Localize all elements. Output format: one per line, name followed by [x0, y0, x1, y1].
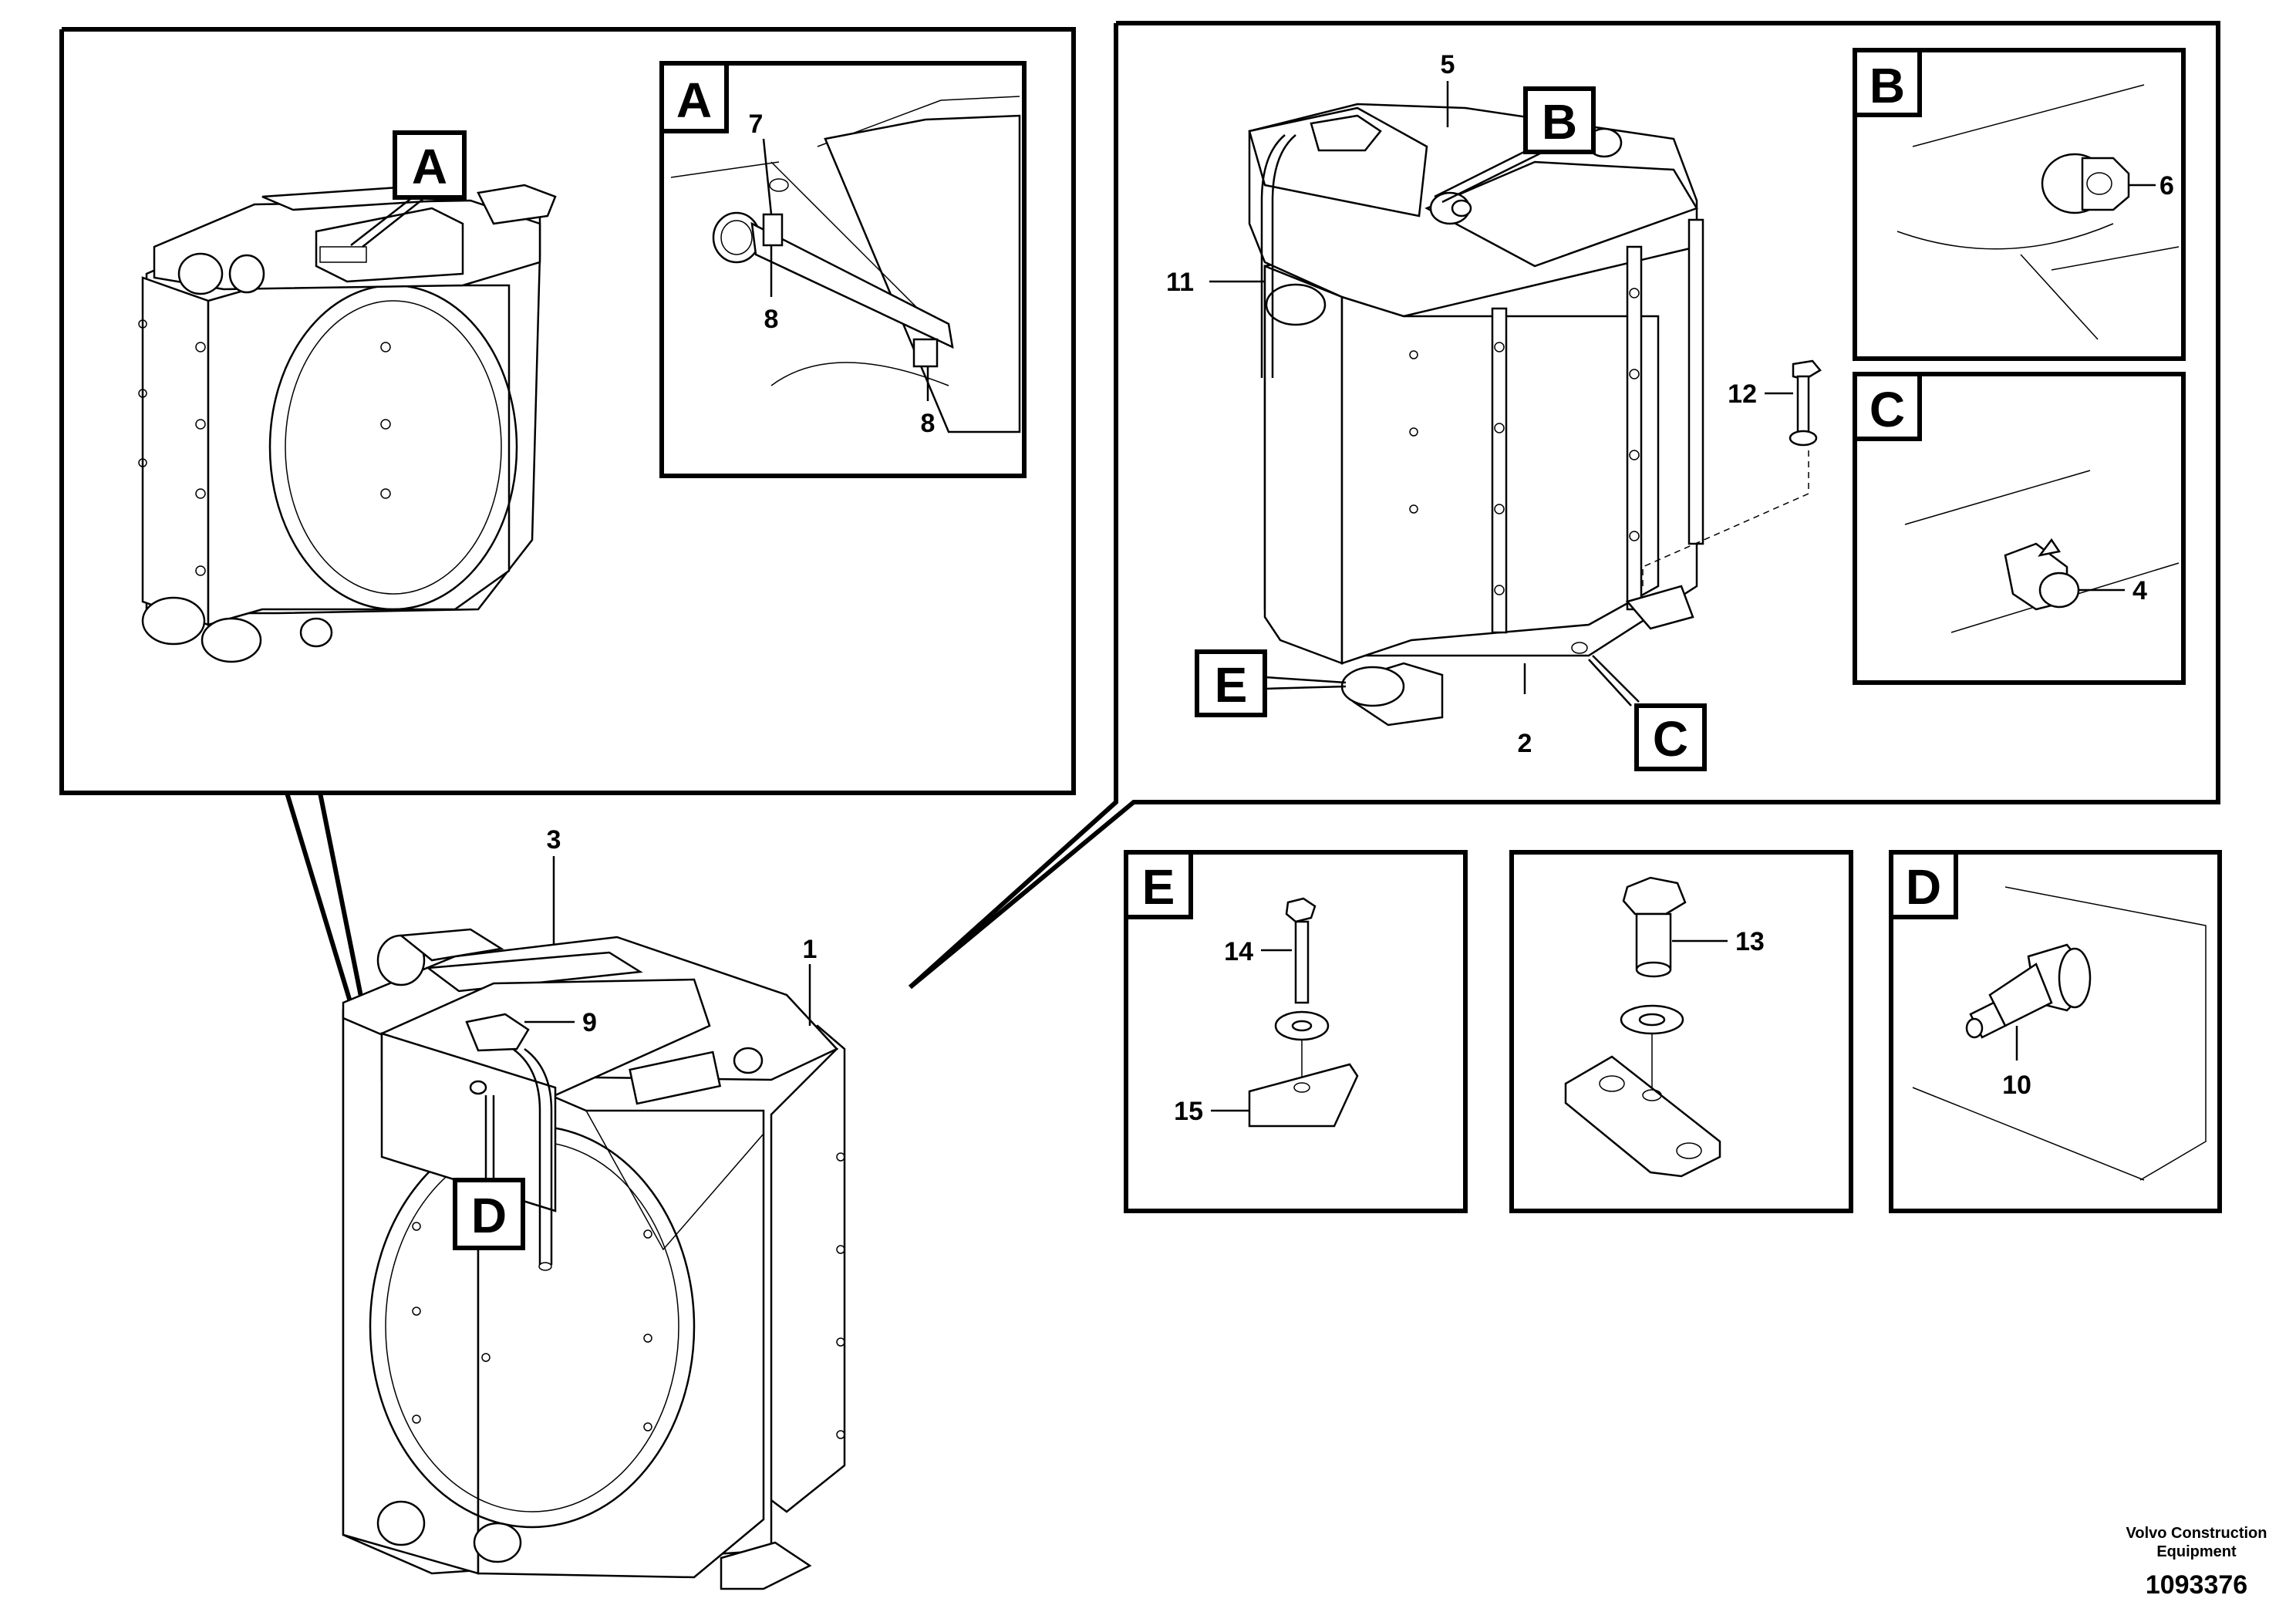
- detail-b-label: B: [1870, 58, 1905, 113]
- part-5-label: 5: [1441, 50, 1455, 79]
- callout-b-label-side: B: [1542, 94, 1577, 150]
- detail-right-labels: 5 11 12 2: [1166, 50, 1793, 758]
- bolt-12: [1789, 359, 1822, 447]
- part-9-label: 9: [582, 1008, 597, 1037]
- detail-c-label: C: [1870, 382, 1905, 437]
- document-number: 1093376: [2146, 1570, 2247, 1600]
- part-12-label: 12: [1728, 379, 1757, 409]
- callout-b-side: B: [1434, 86, 1596, 204]
- publisher-block: Volvo Construction Equipment 1093376: [2126, 1525, 2267, 1600]
- part-15-label: 15: [1174, 1097, 1203, 1126]
- publisher-line-1: Volvo Construction: [2126, 1525, 2267, 1542]
- publisher-line-2: Equipment: [2156, 1543, 2237, 1560]
- part-7-label: 7: [749, 110, 764, 139]
- callout-c-side: C: [1588, 655, 1707, 771]
- callout-c-label-side: C: [1653, 711, 1688, 767]
- part-3-label: 3: [547, 825, 561, 855]
- main-labels: 3 1 9: [524, 825, 817, 1037]
- part-1-label: 1: [803, 935, 818, 964]
- detail-frame-left: [59, 27, 1076, 1005]
- part-6-label: 6: [2159, 171, 2174, 201]
- detail-a-labels: 7 8 8: [749, 110, 936, 438]
- part-2-label: 2: [1518, 729, 1532, 758]
- callout-d-label-main: D: [471, 1188, 507, 1243]
- part-4-label: 4: [2132, 576, 2147, 605]
- callout-a-overview: A: [350, 130, 467, 248]
- detail-a-label: A: [676, 73, 712, 128]
- radiator-assembly-overview: [138, 184, 557, 663]
- detail-e: E 14 15: [1124, 850, 1468, 1213]
- radiator-assembly-side: [1248, 103, 1809, 727]
- detail-e-label: E: [1142, 859, 1175, 915]
- detail-d: D 10: [1889, 850, 2222, 1213]
- radiator-assembly-main: [342, 928, 846, 1590]
- part-8-label-a: 8: [764, 305, 779, 334]
- detail-13: 13: [1509, 850, 1853, 1213]
- part-13-label: 13: [1735, 927, 1765, 956]
- detail-frame-right: [908, 21, 2220, 990]
- callout-a-label: A: [412, 139, 447, 194]
- detail-b: B 6: [1853, 48, 2186, 361]
- callout-e-label-side: E: [1215, 657, 1248, 713]
- callout-e-side: E: [1195, 649, 1347, 717]
- detail-d-label: D: [1906, 859, 1941, 915]
- callout-d-main: D: [453, 1095, 525, 1250]
- part-14-label: 14: [1224, 937, 1253, 966]
- detail-c: C 4: [1853, 372, 2186, 685]
- part-10-label: 10: [2002, 1071, 2031, 1100]
- part-8-label-b: 8: [921, 409, 936, 438]
- detail-a: A: [659, 61, 1027, 478]
- part-11-label: 11: [1166, 268, 1194, 297]
